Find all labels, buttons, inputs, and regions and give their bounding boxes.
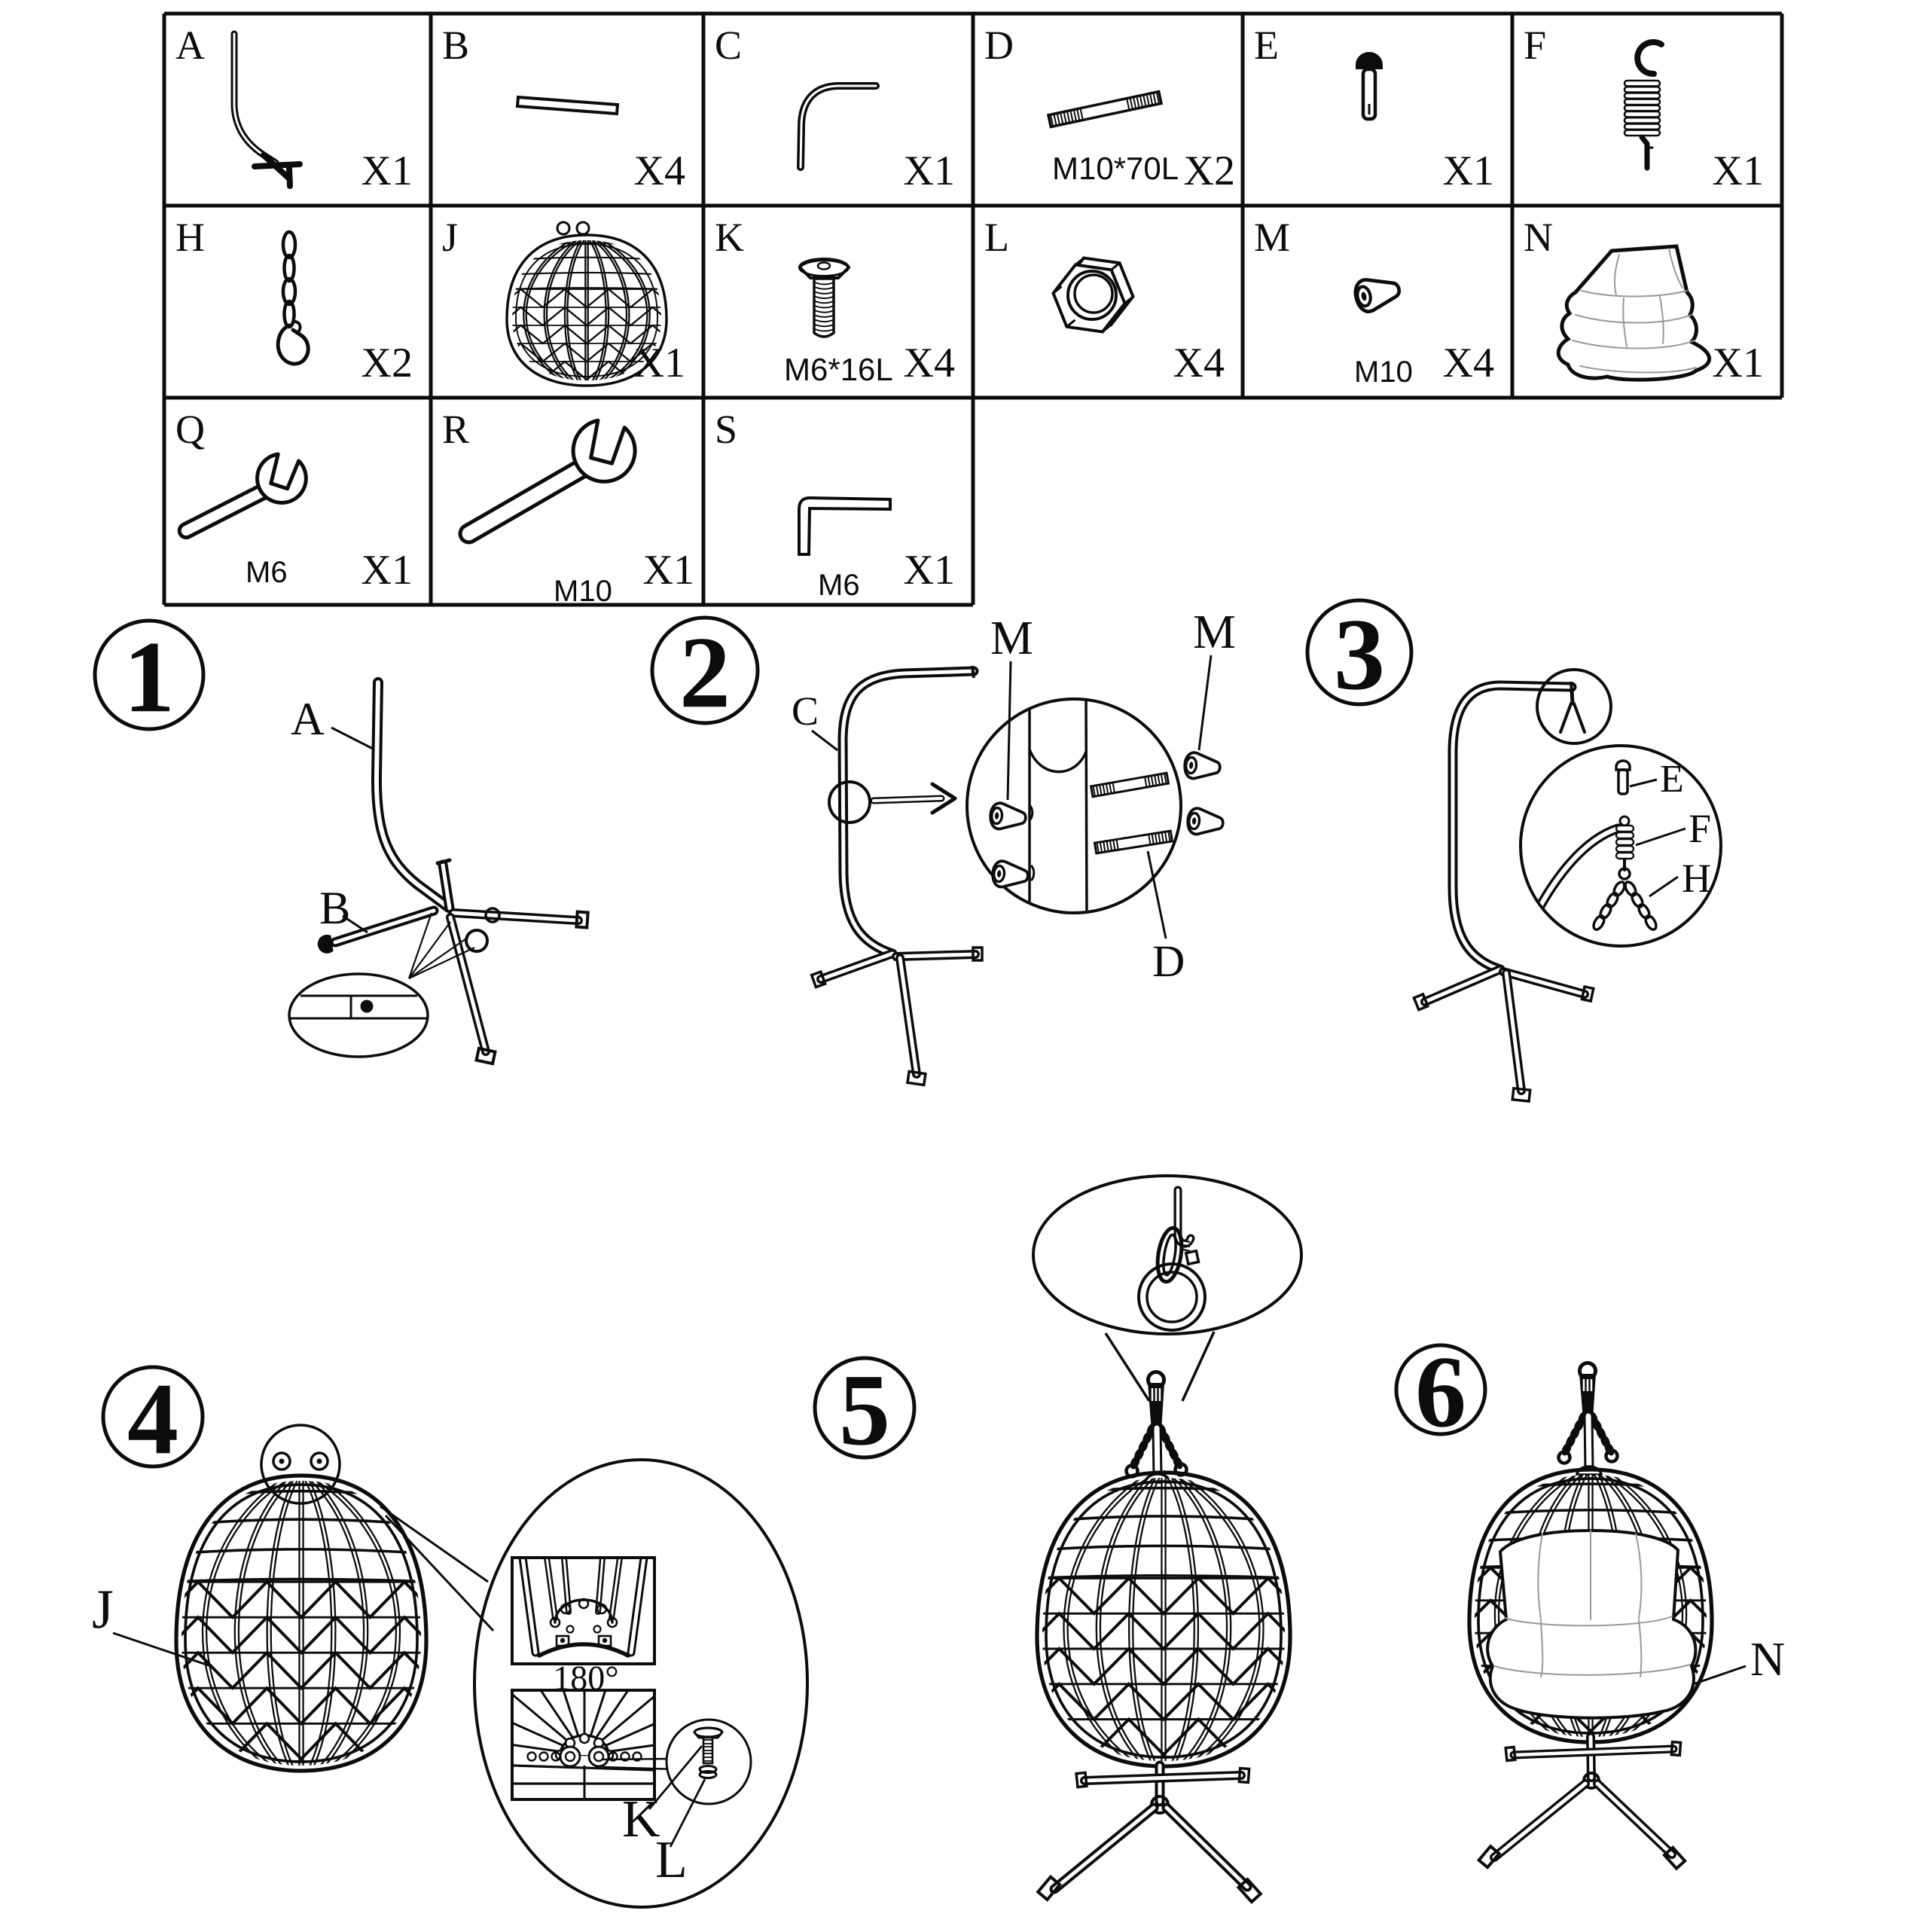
svg-text:X1: X1	[1713, 148, 1764, 194]
svg-text:B: B	[319, 883, 350, 934]
svg-text:H: H	[1682, 856, 1711, 901]
svg-text:K: K	[715, 215, 744, 260]
svg-text:X1: X1	[643, 547, 694, 594]
svg-text:1: 1	[124, 621, 175, 734]
svg-text:X1: X1	[1443, 148, 1494, 194]
svg-text:B: B	[442, 23, 469, 68]
svg-text:J: J	[92, 1579, 114, 1641]
svg-text:D: D	[984, 23, 1014, 68]
svg-text:F: F	[1689, 806, 1711, 851]
svg-text:2: 2	[679, 616, 731, 729]
svg-text:X1: X1	[904, 547, 955, 594]
svg-text:X4: X4	[1173, 340, 1225, 386]
svg-text:L: L	[984, 215, 1009, 260]
svg-text:X2: X2	[362, 340, 413, 386]
svg-text:X1: X1	[362, 547, 413, 594]
svg-text:X4: X4	[1443, 340, 1494, 386]
svg-text:H: H	[175, 215, 205, 260]
svg-text:X2: X2	[1184, 148, 1235, 194]
svg-text:X1: X1	[1713, 340, 1764, 386]
svg-text:A: A	[291, 694, 325, 745]
svg-text:C: C	[792, 688, 819, 734]
svg-text:X1: X1	[362, 148, 413, 194]
svg-text:M10: M10	[554, 575, 612, 608]
svg-text:N: N	[1750, 1632, 1785, 1686]
svg-text:X4: X4	[634, 148, 685, 194]
svg-text:Q: Q	[175, 407, 205, 452]
svg-text:X1: X1	[904, 148, 955, 194]
svg-text:J: J	[442, 215, 458, 260]
svg-text:M6*16L: M6*16L	[784, 352, 893, 387]
svg-text:M10: M10	[1354, 356, 1413, 389]
svg-text:M: M	[990, 611, 1033, 664]
svg-text:5: 5	[839, 1354, 890, 1467]
svg-text:F: F	[1524, 23, 1546, 68]
svg-text:L: L	[655, 1831, 688, 1889]
svg-text:C: C	[715, 23, 742, 68]
svg-text:E: E	[1254, 23, 1279, 68]
svg-text:S: S	[715, 407, 737, 452]
svg-text:D: D	[1152, 936, 1185, 986]
svg-text:4: 4	[127, 1363, 178, 1476]
svg-text:X4: X4	[904, 340, 955, 386]
svg-text:M6: M6	[246, 556, 288, 589]
svg-text:R: R	[442, 407, 469, 452]
svg-text:N: N	[1524, 215, 1553, 260]
svg-text:E: E	[1660, 758, 1684, 801]
svg-text:A: A	[175, 23, 205, 68]
svg-text:K: K	[622, 1790, 660, 1848]
svg-text:6: 6	[1415, 1335, 1466, 1448]
svg-text:3: 3	[1334, 598, 1385, 711]
svg-text:M6: M6	[818, 569, 860, 602]
svg-text:M10*70L: M10*70L	[1052, 151, 1179, 186]
svg-text:M: M	[1193, 605, 1236, 658]
svg-text:M: M	[1254, 215, 1290, 260]
